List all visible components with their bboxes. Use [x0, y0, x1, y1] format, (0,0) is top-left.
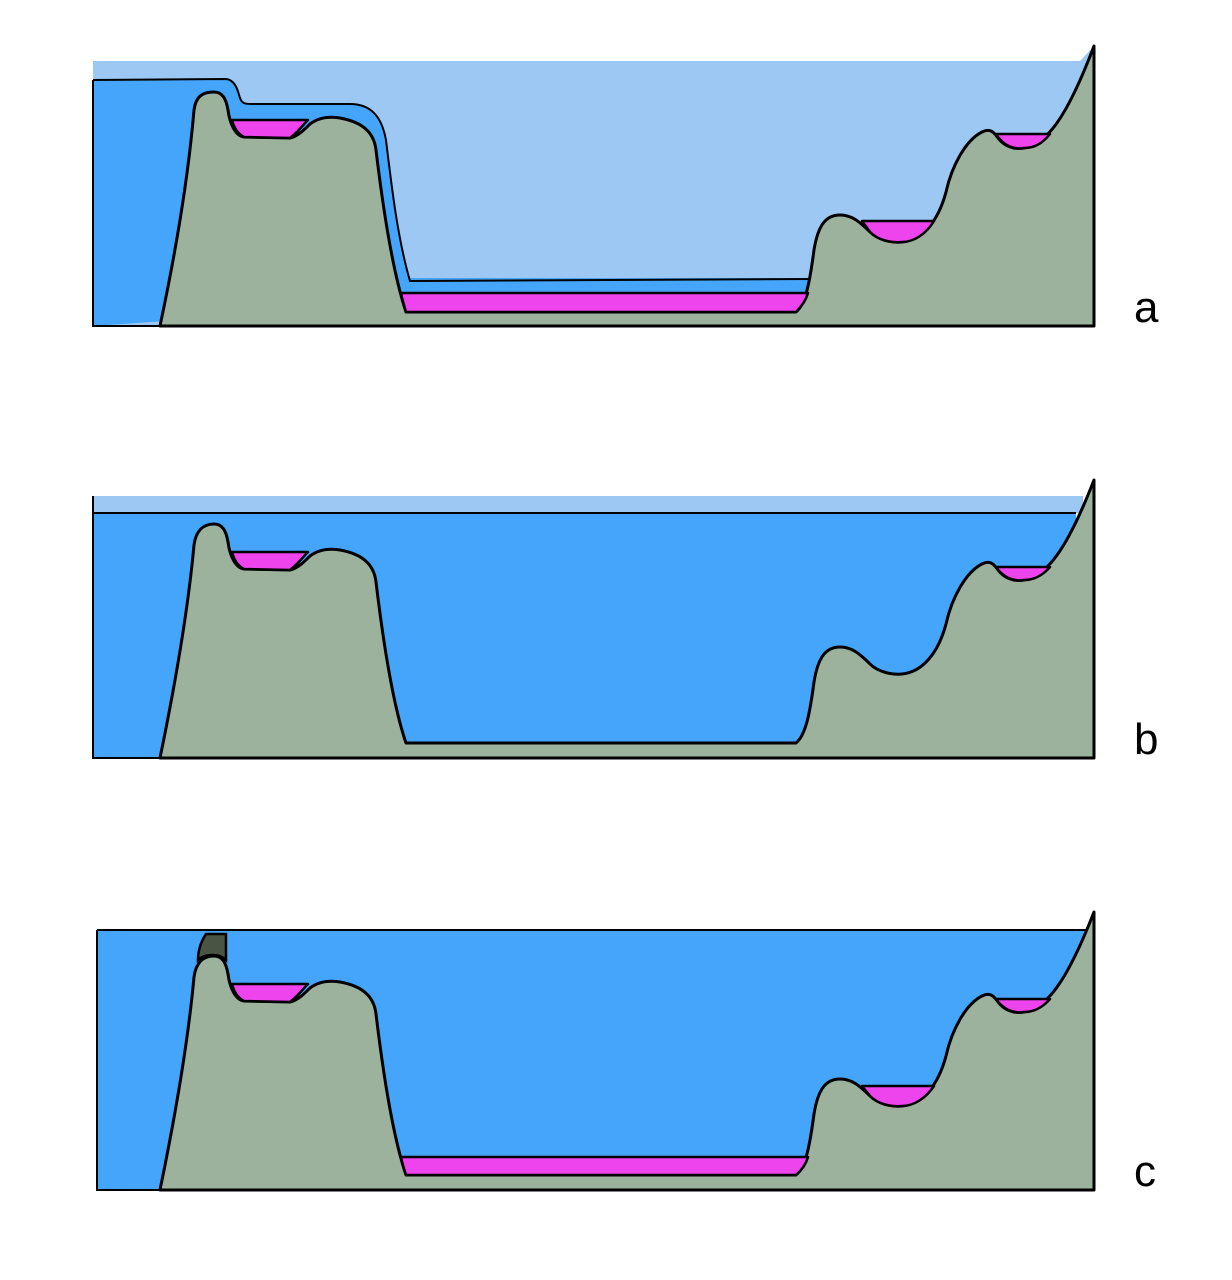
panel-a-lake-upper-left [230, 118, 310, 140]
panel-b-terrain [158, 478, 1096, 760]
panel-b-label: b [1134, 715, 1158, 764]
panel-a-label: a [1134, 283, 1159, 332]
panel-c: c [96, 910, 1156, 1196]
panel-c-lake-upper-left [230, 982, 310, 1004]
panel-a-lake-mid-right [860, 219, 936, 244]
panel-c-label: c [1134, 1147, 1156, 1196]
panel-c-lake-upper-right [994, 997, 1052, 1014]
panel-b: b [92, 478, 1158, 764]
panel-b-light-water [93, 496, 1083, 513]
panel-c-lake-mid-right [860, 1084, 936, 1108]
panel-b-lake-upper-left [230, 550, 310, 572]
panel-c-rock-cap [196, 932, 228, 964]
panel-c-lake-basin [399, 1155, 810, 1177]
panel-a: a [92, 44, 1159, 332]
panel-b-lake-upper-right [994, 565, 1052, 582]
panel-a-lake-basin [399, 291, 810, 314]
panel-a-lake-upper-right [994, 132, 1052, 150]
